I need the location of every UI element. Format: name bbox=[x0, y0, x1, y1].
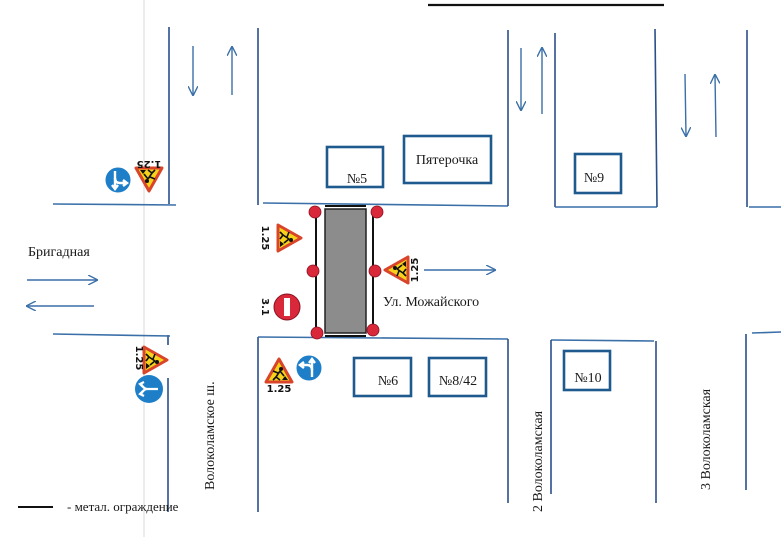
sign-group-top-left: 1.25 bbox=[103, 158, 164, 195]
building-b6: №6 bbox=[352, 356, 413, 398]
road-edge bbox=[257, 336, 509, 340]
legend-fence-label: - метал. ограждение bbox=[67, 499, 179, 514]
road-edge bbox=[52, 203, 177, 206]
warning-lamp bbox=[370, 205, 384, 219]
sign-code-label: 1.25 bbox=[267, 384, 292, 395]
sign-code-label: 1.25 bbox=[137, 158, 162, 169]
building-label: №8/42 bbox=[439, 374, 477, 389]
sign-code-label: 1.25 bbox=[133, 346, 144, 371]
road-network bbox=[52, 27, 781, 512]
road-works-sign-icon bbox=[142, 345, 169, 375]
building-label: №5 bbox=[347, 172, 367, 187]
warning-lamp bbox=[308, 205, 322, 219]
sign-group-bottom-center: 1.25 bbox=[264, 353, 324, 395]
street-label-volokolamskoe: Волоколамское ш. bbox=[203, 381, 218, 490]
building-b842: №8/42 bbox=[427, 356, 488, 398]
direction-sign-icon bbox=[294, 353, 324, 383]
arrow-down bbox=[685, 73, 686, 136]
sign-code-label: 3.1 bbox=[259, 298, 270, 316]
sign-group-work-left: 1.25 bbox=[259, 223, 303, 253]
traffic-arrows bbox=[27, 46, 716, 306]
building-pyaterochka: Пятерочка bbox=[402, 134, 493, 185]
no-entry-bar bbox=[284, 298, 290, 316]
arrow-up bbox=[715, 75, 716, 138]
sign-code-label: 1.25 bbox=[410, 258, 421, 283]
warning-lamp bbox=[306, 264, 320, 278]
street-label-volokolamskaya-2: 2 Волоколамская bbox=[531, 410, 546, 512]
building-b10: №10 bbox=[562, 349, 612, 392]
building-label: Пятерочка bbox=[416, 153, 479, 168]
building-b5: №5 bbox=[325, 145, 385, 189]
road-works-sign-icon bbox=[383, 255, 410, 285]
road-edge bbox=[52, 333, 171, 337]
sign-group-no-entry: 3.1 bbox=[259, 293, 301, 321]
legend: - метал. ограждение bbox=[18, 499, 179, 514]
sign-group-bottom-left: 1.25 bbox=[133, 345, 169, 403]
road-edge bbox=[654, 28, 658, 208]
building-label: №10 bbox=[574, 371, 601, 386]
sign-group-work-right: 1.25 bbox=[383, 255, 421, 285]
excavation-area bbox=[324, 208, 367, 334]
road-works-sign-icon bbox=[276, 223, 303, 253]
building-label: №9 bbox=[584, 171, 604, 186]
road-works-sign-icon bbox=[134, 166, 164, 193]
sign-code-label: 1.25 bbox=[259, 226, 270, 251]
building-label: №6 bbox=[378, 374, 398, 389]
warning-lamp bbox=[368, 264, 382, 278]
direction-sign-icon bbox=[103, 165, 133, 195]
building-b9: №9 bbox=[573, 152, 623, 195]
work-zone bbox=[306, 205, 384, 340]
street-label-volokolamskaya-3: 3 Волоколамская bbox=[699, 388, 714, 490]
road-edge bbox=[262, 202, 509, 207]
direction-sign-icon bbox=[135, 375, 163, 403]
road-edge bbox=[550, 339, 655, 342]
road-works-sign-icon bbox=[264, 357, 294, 384]
road-edge bbox=[751, 331, 781, 334]
street-label-mozhayskogo: Ул. Можайского bbox=[383, 295, 479, 310]
warning-lamp bbox=[310, 326, 324, 340]
street-label-brigadnaya: Бригадная bbox=[28, 245, 90, 260]
warning-lamp bbox=[366, 323, 380, 337]
